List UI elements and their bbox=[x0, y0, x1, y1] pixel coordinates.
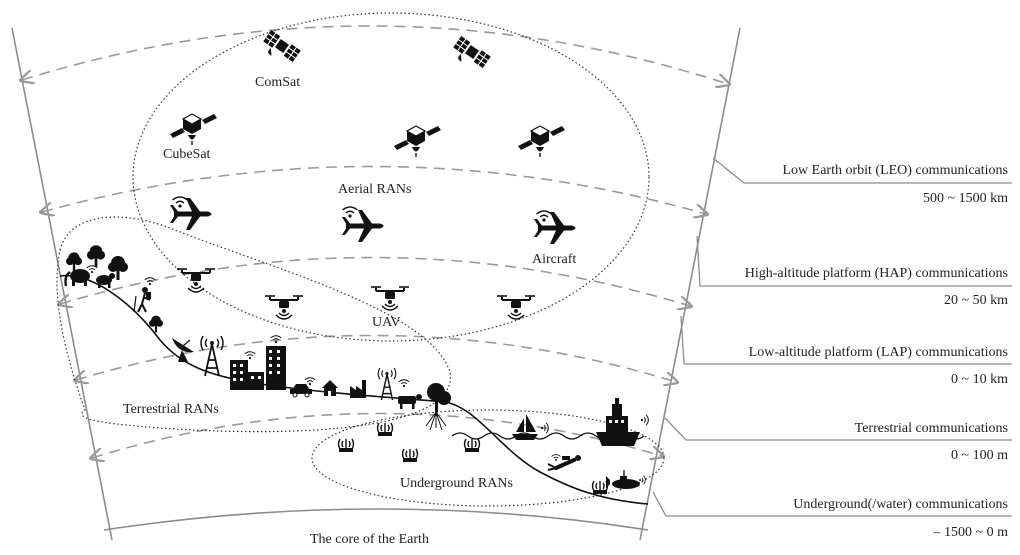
label-cubesat: CubeSat bbox=[163, 147, 211, 162]
layer-hap-range: 20 ~ 50 km bbox=[944, 293, 1008, 308]
hiker-icon bbox=[133, 287, 151, 313]
arc-hap bbox=[42, 165, 706, 214]
label-aircraft: Aircraft bbox=[532, 252, 576, 267]
wifi-icon bbox=[86, 265, 98, 274]
submarine-icon bbox=[606, 470, 640, 489]
dish-icon bbox=[172, 338, 194, 362]
drone-icon bbox=[496, 295, 536, 320]
leader-terrestrial bbox=[664, 417, 1012, 441]
leader-underground bbox=[652, 491, 1012, 517]
arc-terrestrial bbox=[76, 334, 676, 382]
building-icon bbox=[230, 346, 286, 390]
cubesat-icon bbox=[393, 125, 442, 158]
label-aerial-rans: Aerial RANs bbox=[338, 182, 412, 197]
layer-terrestrial-range: 0 ~ 100 m bbox=[951, 448, 1008, 463]
layer-leo-name: Low Earth orbit (LEO) communications bbox=[783, 163, 1009, 178]
wifi-icon bbox=[398, 379, 410, 388]
diver-icon bbox=[547, 455, 581, 471]
sailboat-icon bbox=[512, 414, 538, 440]
label-earth-core: The core of the Earth bbox=[310, 532, 429, 547]
layer-lap-range: 0 ~ 10 km bbox=[951, 372, 1008, 387]
animal-icon bbox=[96, 273, 115, 288]
airplane-icon bbox=[342, 210, 384, 242]
layer-underground-range: – 1500 ~ 0 m bbox=[933, 525, 1009, 540]
sensor-icon bbox=[376, 422, 394, 437]
wifi-icon bbox=[341, 206, 359, 219]
elephant-icon bbox=[64, 269, 90, 287]
tower-icon bbox=[377, 367, 397, 401]
tree-icon bbox=[66, 252, 82, 272]
aerial-rans-ellipse bbox=[132, 12, 650, 342]
sensor-icon bbox=[463, 438, 481, 453]
leader-leo bbox=[712, 157, 1012, 184]
arc-lap bbox=[60, 256, 690, 306]
layer-terrestrial-name: Terrestrial communications bbox=[855, 421, 1008, 436]
cubesat-icon bbox=[517, 125, 566, 158]
underground-rans-ellipse bbox=[311, 409, 665, 507]
layer-underground-name: Underground(/water) communications bbox=[793, 497, 1008, 512]
wifi-icon bbox=[304, 377, 316, 386]
label-underground-rans: Underground RANs bbox=[400, 476, 513, 491]
label-uav: UAV bbox=[372, 315, 401, 330]
satellite-icon bbox=[448, 35, 492, 75]
layer-leo-range: 500 ~ 1500 km bbox=[923, 191, 1008, 206]
ship-icon bbox=[596, 398, 640, 446]
sensor-icon bbox=[401, 448, 419, 463]
car-icon bbox=[290, 384, 312, 398]
tree-icon bbox=[425, 383, 451, 431]
leader-hap bbox=[696, 235, 1012, 287]
wifi-icon bbox=[171, 196, 189, 209]
leader-lap bbox=[680, 315, 1012, 365]
house-icon bbox=[322, 380, 338, 396]
wifi-icon bbox=[551, 454, 561, 462]
drone-icon bbox=[370, 286, 410, 311]
core-arc bbox=[103, 508, 649, 531]
terrestrial-rans-boundary bbox=[56, 216, 451, 433]
wifi-icon bbox=[640, 414, 649, 426]
drone-icon bbox=[176, 268, 216, 293]
sensor-icon bbox=[591, 480, 609, 495]
right-wall bbox=[639, 27, 741, 541]
satellite-icon bbox=[258, 29, 302, 69]
cow-icon bbox=[398, 394, 422, 409]
label-terrestrial-rans: Terrestrial RANs bbox=[123, 402, 219, 417]
wifi-icon bbox=[244, 351, 256, 360]
wifi-icon bbox=[535, 210, 553, 223]
cubesat-icon bbox=[169, 113, 218, 146]
drone-icon bbox=[264, 295, 304, 320]
tree-icon bbox=[87, 245, 105, 267]
layer-lap-name: Low-altitude platform (LAP) communicatio… bbox=[749, 345, 1008, 360]
layer-hap-name: High-altitude platform (HAP) communicati… bbox=[745, 266, 1008, 281]
factory-icon bbox=[350, 380, 366, 398]
label-comsat: ComSat bbox=[255, 75, 300, 90]
arc-leo bbox=[22, 25, 728, 84]
sensor-icon bbox=[337, 438, 355, 453]
wifi-icon bbox=[638, 475, 646, 485]
